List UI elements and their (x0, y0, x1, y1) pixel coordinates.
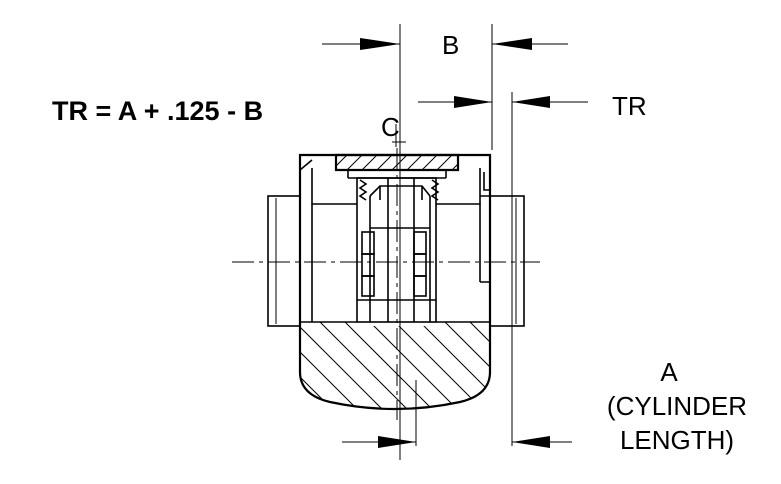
centerline-symbol: C (381, 112, 400, 142)
piston-cap-detail (369, 185, 431, 200)
arrow-b-left (360, 38, 400, 50)
thread-left (358, 179, 368, 201)
base-section-hatch (300, 322, 490, 409)
arrow-tr-right (512, 96, 550, 108)
right-port-notch (480, 172, 490, 283)
right-seal-stack (413, 231, 427, 297)
body-top-left-chamfer (299, 159, 313, 171)
lid-hatch (336, 155, 458, 170)
dimension-a-note-line2: LENGTH) (620, 425, 734, 455)
right-end-cap (489, 195, 525, 327)
arrow-a-right (512, 436, 550, 448)
cylinder-body-outline (298, 153, 492, 411)
dimension-a-note-line1: (CYLINDER (607, 391, 747, 421)
thread-right (430, 179, 440, 201)
formula-text: TR = A + .125 - B (52, 96, 263, 126)
left-end-cap (267, 195, 301, 327)
arrow-a-left (378, 436, 416, 448)
dimension-tr-label: TR (612, 91, 647, 121)
top-lid-plate (334, 153, 460, 172)
arrow-tr-left (454, 96, 492, 108)
dimension-a-label: A (660, 357, 678, 387)
left-seal-stack (361, 231, 375, 297)
dimension-b-label: B (442, 30, 459, 60)
arrow-b-right (492, 38, 532, 50)
